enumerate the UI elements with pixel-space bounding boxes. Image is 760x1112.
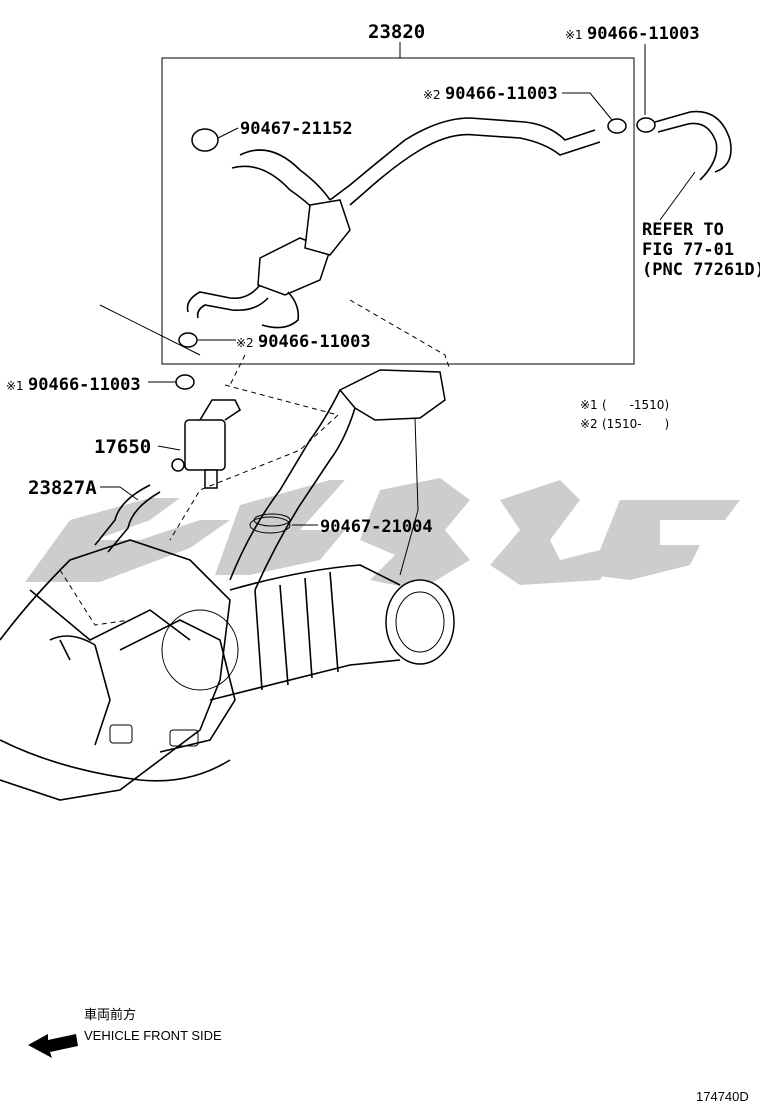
leader-lines [99,44,696,576]
vsv-part [171,399,242,489]
callout-clip-top-right-prefix: ※1 [565,28,583,42]
refer-note-line-3: (PNC 77261D) [642,260,760,280]
legend-mark-1: ※1 [580,398,598,412]
callout-clip-left: 90466-11003 [28,375,141,395]
callout-vsv-17650: 17650 [94,436,151,458]
legend-range-2: (1510- ) [602,417,669,431]
refer-note-line-2: FIG 77-01 [642,240,734,260]
clip-shape-top [607,118,627,134]
watermark-logo [25,478,740,590]
dashed-connections [59,299,451,626]
clamp-shape-21152 [191,128,219,152]
refer-note-line-1: REFER TO [642,220,724,240]
clip-shape-left [175,374,195,390]
callout-clip-box-bottom: 90466-11003 [258,332,371,352]
callout-hose-23827a: 23827A [28,477,97,499]
callout-clip-box-top-prefix: ※2 [423,88,441,102]
callout-clamp-90467-21152: 90467-21152 [240,119,353,139]
hose-23827a-shape-2 [107,491,161,553]
assembly-number: 23820 [368,21,425,43]
callout-clamp-90467-21004: 90467-21004 [320,517,433,537]
callout-clip-left-prefix: ※1 [6,379,24,393]
legend-mark-2: ※2 [580,417,598,431]
callout-clip-box-bottom-prefix: ※2 [236,336,254,350]
assembly-box [161,57,635,365]
clamp-shape-21004 [253,513,291,527]
clip-shape-bottom [178,332,198,348]
legend-range-1: ( -1510) [602,398,669,412]
hose-23827a-shape [94,484,151,546]
direction-english: VEHICLE FRONT SIDE [84,1028,222,1043]
front-direction-arrow [28,1034,78,1058]
external-hose-right [636,110,732,181]
callout-clip-top-right: 90466-11003 [587,24,700,44]
engine-outline [0,539,239,801]
figure-id: 174740D [696,1089,749,1104]
callout-clip-box-top: 90466-11003 [445,84,558,104]
air-cleaner-duct [209,369,455,701]
direction-japanese: 車両前方 [84,1007,136,1022]
vent-hose-assembly [178,117,627,348]
